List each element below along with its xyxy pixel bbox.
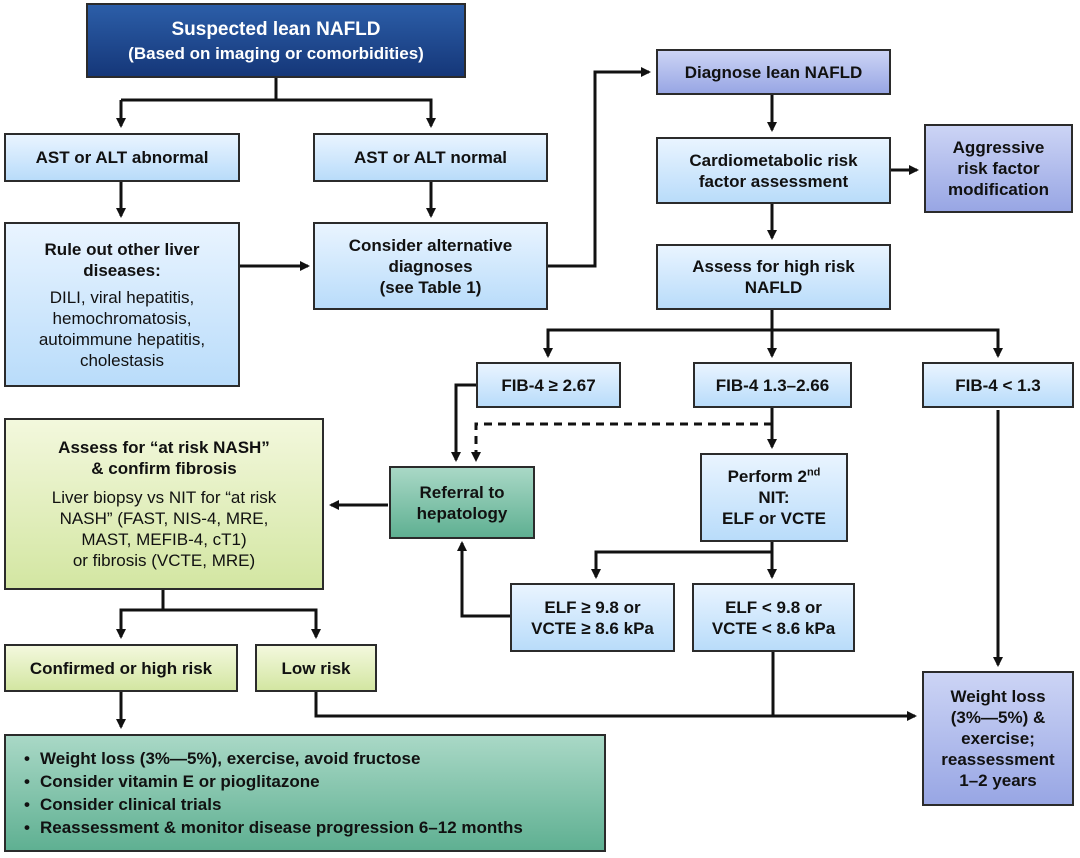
node-consider-alternative: Consider alternative diagnoses (see Tabl… — [313, 222, 548, 310]
edge-referral-dashed — [471, 422, 772, 462]
edge-assess-high-to-split — [543, 310, 774, 358]
node-perform-nit-line-2: NIT: — [758, 488, 790, 507]
edge-suspected-to-ast — [121, 78, 278, 126]
node-ast-abnormal-label: AST or ALT abnormal — [35, 148, 209, 167]
node-suspected-lean-nafld: Suspected lean NAFLD (Based on imaging o… — [86, 3, 466, 78]
node-assess-high-risk: Assess for high risk NAFLD — [656, 244, 891, 310]
node-cardio-line-1: Cardiometabolic risk — [689, 150, 858, 170]
node-aggressive-line-1: Aggressive — [952, 138, 1045, 157]
node-elf-low-line-1: ELF < 9.8 or — [725, 597, 822, 617]
node-perform-nit-line-3: ELF or VCTE — [722, 509, 826, 528]
node-elf-high: ELF ≥ 9.8 or VCTE ≥ 8.6 kPa — [510, 583, 675, 652]
edge-at-risk-to-low-risk — [163, 608, 321, 639]
node-elf-low: ELF < 9.8 or VCTE < 8.6 kPa — [692, 583, 855, 652]
node-ast-alt-abnormal: AST or ALT abnormal — [4, 133, 240, 182]
node-fib-mid-label: FIB-4 1.3–2.66 — [715, 375, 830, 395]
node-ast-normal-label: AST or ALT normal — [354, 148, 507, 167]
node-diagnose-lean-nafld: Diagnose lean NAFLD — [656, 49, 891, 95]
node-confirmed-high-risk: Confirmed or high risk — [4, 644, 238, 692]
node-low-risk-label: Low risk — [281, 658, 351, 678]
node-rule-out: Rule out other liver diseases: DILI, vir… — [4, 222, 240, 387]
node-at-risk-title-2: & confirm fibrosis — [91, 459, 237, 478]
node-weight-loss-line-4: reassessment — [941, 750, 1055, 769]
edge-suspected-to-ast-normal — [276, 98, 436, 128]
node-weight-loss-line-2: (3%—5%) & — [950, 708, 1046, 727]
node-rule-out-line-1: DILI, viral hepatitis, — [49, 287, 195, 307]
edge-low-risk-to-weight-loss — [314, 692, 917, 721]
node-elf-low-line-2: VCTE < 8.6 kPa — [711, 618, 836, 638]
node-weight-loss-line-1: Weight loss — [950, 687, 1046, 706]
node-confirmed-label: Confirmed or high risk — [29, 658, 213, 678]
node-assess-high-line-1: Assess for high risk — [692, 257, 855, 276]
node-at-risk-title-1: Assess for “at risk NASH” — [58, 438, 270, 457]
node-aggressive-modification: Aggressive risk factor modification — [924, 124, 1073, 213]
treatment-item: Consider clinical trials — [20, 793, 598, 816]
node-cardio-line-2: factor assessment — [698, 171, 849, 191]
treatment-item: Consider vitamin E or pioglitazone — [20, 770, 598, 793]
node-weight-loss-line-3: exercise; — [961, 729, 1035, 748]
node-cardiometabolic: Cardiometabolic risk factor assessment — [656, 137, 891, 204]
node-at-risk-line-4: or fibrosis (VCTE, MRE) — [72, 551, 256, 570]
node-rule-out-line-3: autoimmune hepatitis, — [38, 329, 206, 349]
node-weight-loss-reassessment: Weight loss (3%—5%) & exercise; reassess… — [922, 671, 1074, 806]
edge-at-risk-split — [116, 590, 165, 639]
node-aggressive-line-2: risk factor — [957, 159, 1040, 178]
edge-split-to-fib-low — [772, 328, 1003, 358]
node-at-risk-line-1: Liver biopsy vs NIT for “at risk — [51, 488, 277, 507]
node-assess-high-line-2: NAFLD — [744, 278, 803, 297]
edge-perform-nit-split — [591, 542, 774, 579]
node-fib4-mid: FIB-4 1.3–2.66 — [693, 362, 852, 408]
node-perform-nit-sup: nd — [806, 466, 821, 479]
treatment-item: Reassessment & monitor disease progressi… — [20, 816, 598, 839]
node-elf-high-line-1: ELF ≥ 9.8 or — [544, 597, 641, 617]
node-perform-nit-line-1: Perform 2nd — [728, 466, 821, 487]
node-rule-out-line-4: cholestasis — [79, 350, 165, 370]
node-suspected-subtitle: (Based on imaging or comorbidities) — [128, 43, 424, 63]
node-referral-hepatology: Referral to hepatology — [389, 466, 535, 539]
node-treatment: Weight loss (3%—5%), exercise, avoid fru… — [4, 734, 606, 852]
node-at-risk-line-3: MAST, MEFIB-4, cT1) — [81, 530, 247, 549]
edge-elf-high-to-referral — [457, 541, 510, 618]
node-at-risk-line-2: NASH” (FAST, NIS-4, MRE, — [59, 509, 269, 528]
node-elf-high-line-2: VCTE ≥ 8.6 kPa — [531, 618, 654, 638]
treatment-item: Weight loss (3%—5%), exercise, avoid fru… — [20, 747, 598, 770]
node-suspected-title: Suspected lean NAFLD — [171, 18, 381, 40]
node-fib4-high: FIB-4 ≥ 2.67 — [476, 362, 621, 408]
node-fib4-low: FIB-4 < 1.3 — [922, 362, 1074, 408]
node-rule-out-title: Rule out other liver diseases: — [44, 239, 200, 280]
node-consider-line-3: (see Table 1) — [379, 277, 482, 297]
node-fib-low-label: FIB-4 < 1.3 — [955, 375, 1041, 395]
node-diagnose-label: Diagnose lean NAFLD — [684, 62, 863, 82]
node-rule-out-line-2: hemochromatosis, — [52, 308, 192, 328]
node-perform-2nd-nit: Perform 2nd NIT: ELF or VCTE — [700, 453, 848, 542]
treatment-list: Weight loss (3%—5%), exercise, avoid fru… — [20, 747, 598, 839]
node-referral-line-1: Referral to — [419, 482, 505, 502]
node-at-risk-nash: Assess for “at risk NASH” & confirm fibr… — [4, 418, 324, 590]
node-consider-line-1: Consider alternative — [348, 235, 513, 255]
node-ast-alt-normal: AST or ALT normal — [313, 133, 548, 182]
node-low-risk: Low risk — [255, 644, 377, 692]
node-aggressive-line-3: modification — [947, 180, 1050, 199]
node-perform-nit-text: Perform 2 — [727, 467, 807, 486]
node-consider-line-2: diagnoses — [388, 256, 473, 276]
node-referral-line-2: hepatology — [416, 503, 508, 523]
node-weight-loss-line-5: 1–2 years — [959, 771, 1037, 790]
edge-fib-high-to-referral — [451, 383, 476, 462]
node-fib-high-label: FIB-4 ≥ 2.67 — [501, 375, 596, 395]
edge-consider-to-diagnose — [548, 67, 651, 268]
